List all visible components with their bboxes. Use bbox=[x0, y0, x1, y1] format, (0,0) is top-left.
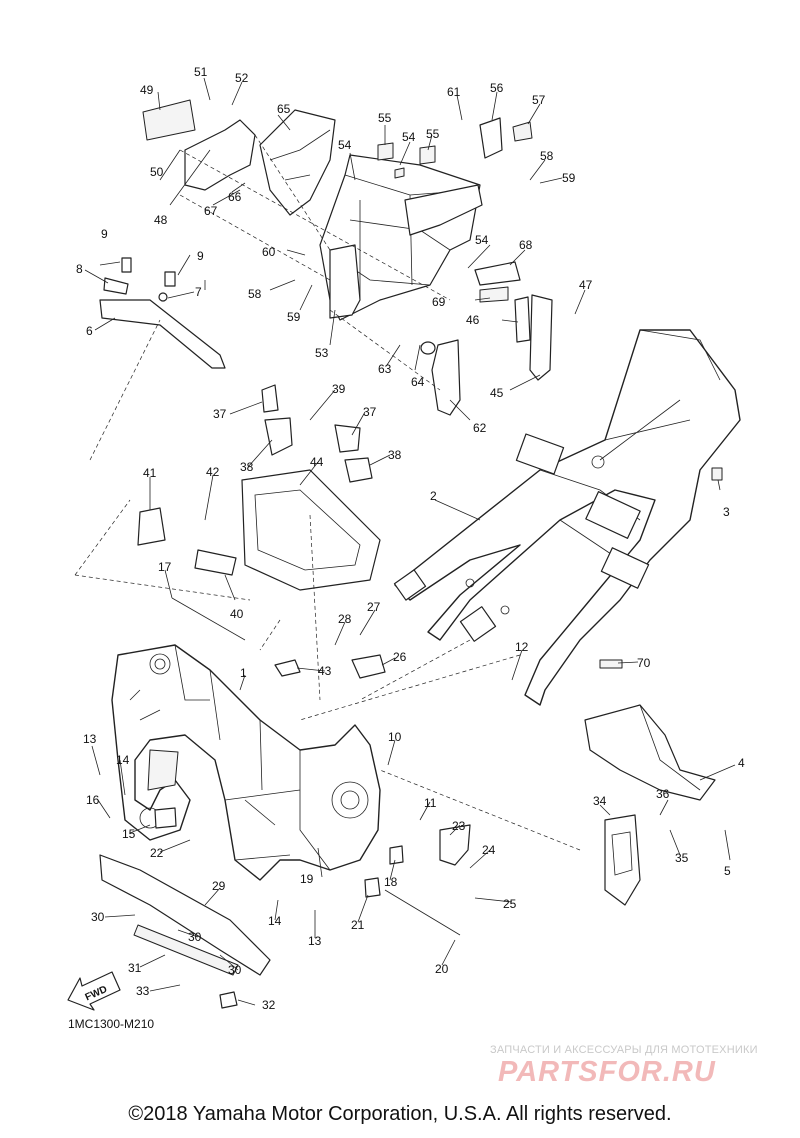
callout-9a: 9 bbox=[101, 227, 108, 241]
callout-2: 2 bbox=[430, 489, 437, 503]
callout-30c: 30 bbox=[228, 963, 242, 977]
watermark-tagline: ЗАПЧАСТИ И АКСЕССУАРЫ ДЛЯ МОТОТЕХНИКИ bbox=[490, 1044, 758, 1056]
callout-62: 62 bbox=[473, 421, 487, 435]
callout-48: 48 bbox=[154, 213, 168, 227]
copyright-notice: ©2018 Yamaha Motor Corporation, U.S.A. A… bbox=[128, 1103, 672, 1125]
callout-10: 10 bbox=[388, 730, 402, 744]
callout-63: 63 bbox=[378, 362, 392, 376]
callout-42: 42 bbox=[206, 465, 220, 479]
callout-47: 47 bbox=[579, 278, 593, 292]
callout-41: 41 bbox=[143, 466, 157, 480]
callout-59a: 59 bbox=[562, 171, 576, 185]
callout-66: 66 bbox=[228, 190, 242, 204]
callout-57: 57 bbox=[532, 93, 546, 107]
callout-45: 45 bbox=[490, 386, 504, 400]
callout-9b: 9 bbox=[197, 249, 204, 263]
callout-67: 67 bbox=[204, 204, 218, 218]
callout-39: 39 bbox=[332, 382, 346, 396]
callout-60: 60 bbox=[262, 245, 276, 259]
callout-25: 25 bbox=[503, 897, 517, 911]
battery-box-drawing bbox=[142, 99, 553, 416]
callout-23: 23 bbox=[452, 819, 466, 833]
fwd-arrow: FWD bbox=[67, 971, 121, 1011]
callout-52: 52 bbox=[235, 71, 249, 85]
callout-labels: 1 2 3 4 5 6 7 8 9 9 10 11 12 13 13 14 14… bbox=[76, 65, 745, 1012]
callout-13b: 13 bbox=[308, 934, 322, 948]
callout-5: 5 bbox=[724, 864, 731, 878]
callout-14b: 14 bbox=[268, 914, 282, 928]
callout-32: 32 bbox=[262, 998, 276, 1012]
callout-50: 50 bbox=[150, 165, 164, 179]
callout-38a: 38 bbox=[240, 460, 254, 474]
hardware-drawing bbox=[99, 257, 716, 1009]
diagram-code: 1MC1300-M210 bbox=[68, 1017, 155, 1031]
main-frame-drawing bbox=[393, 329, 741, 706]
callout-56: 56 bbox=[490, 81, 504, 95]
callout-54c: 54 bbox=[475, 233, 489, 247]
callout-12: 12 bbox=[515, 640, 529, 654]
callout-54b: 54 bbox=[402, 130, 416, 144]
callout-19: 19 bbox=[300, 872, 314, 886]
callout-69: 69 bbox=[432, 295, 446, 309]
callout-15: 15 bbox=[122, 827, 136, 841]
callout-46: 46 bbox=[466, 313, 480, 327]
callout-34: 34 bbox=[593, 794, 607, 808]
callout-38b: 38 bbox=[388, 448, 402, 462]
callout-4: 4 bbox=[738, 756, 745, 770]
callout-1: 1 bbox=[240, 666, 247, 680]
callout-43: 43 bbox=[318, 664, 332, 678]
callout-33: 33 bbox=[136, 984, 150, 998]
callout-30b: 30 bbox=[188, 930, 202, 944]
callout-61: 61 bbox=[447, 85, 461, 99]
callout-54a: 54 bbox=[338, 138, 352, 152]
callout-64: 64 bbox=[411, 375, 425, 389]
callout-7: 7 bbox=[195, 285, 202, 299]
callout-51: 51 bbox=[194, 65, 208, 79]
callout-20: 20 bbox=[435, 962, 449, 976]
callout-70: 70 bbox=[637, 656, 651, 670]
callout-8: 8 bbox=[76, 262, 83, 276]
callout-55a: 55 bbox=[378, 111, 392, 125]
callout-22: 22 bbox=[150, 846, 164, 860]
callout-37a: 37 bbox=[213, 407, 227, 421]
leader-lines bbox=[74, 77, 736, 1006]
callout-58a: 58 bbox=[540, 149, 554, 163]
callout-16: 16 bbox=[86, 793, 100, 807]
callout-37b: 37 bbox=[363, 405, 377, 419]
callout-24: 24 bbox=[482, 843, 496, 857]
callout-17: 17 bbox=[158, 560, 172, 574]
callout-35: 35 bbox=[675, 851, 689, 865]
callout-27: 27 bbox=[367, 600, 381, 614]
callout-44: 44 bbox=[310, 455, 324, 469]
callout-40: 40 bbox=[230, 607, 244, 621]
callout-49: 49 bbox=[140, 83, 154, 97]
callout-55b: 55 bbox=[426, 127, 440, 141]
callout-21: 21 bbox=[351, 918, 365, 932]
callout-68: 68 bbox=[519, 238, 533, 252]
callout-6: 6 bbox=[86, 324, 93, 338]
callout-31: 31 bbox=[128, 961, 142, 975]
callout-14a: 14 bbox=[116, 753, 130, 767]
callout-59b: 59 bbox=[287, 310, 301, 324]
callout-29: 29 bbox=[212, 879, 226, 893]
callout-13a: 13 bbox=[83, 732, 97, 746]
callout-58b: 58 bbox=[248, 287, 262, 301]
callout-30a: 30 bbox=[91, 910, 105, 924]
watermark-logo: PARTSFOR.RU bbox=[498, 1056, 716, 1088]
callout-53: 53 bbox=[315, 346, 329, 360]
front-subframe-drawing bbox=[111, 644, 381, 881]
callout-11: 11 bbox=[424, 796, 437, 810]
callout-3: 3 bbox=[723, 505, 730, 519]
callout-28: 28 bbox=[338, 612, 352, 626]
callout-18: 18 bbox=[384, 875, 398, 889]
callout-36: 36 bbox=[656, 787, 670, 801]
callout-26: 26 bbox=[393, 650, 407, 664]
callout-65: 65 bbox=[277, 102, 291, 116]
